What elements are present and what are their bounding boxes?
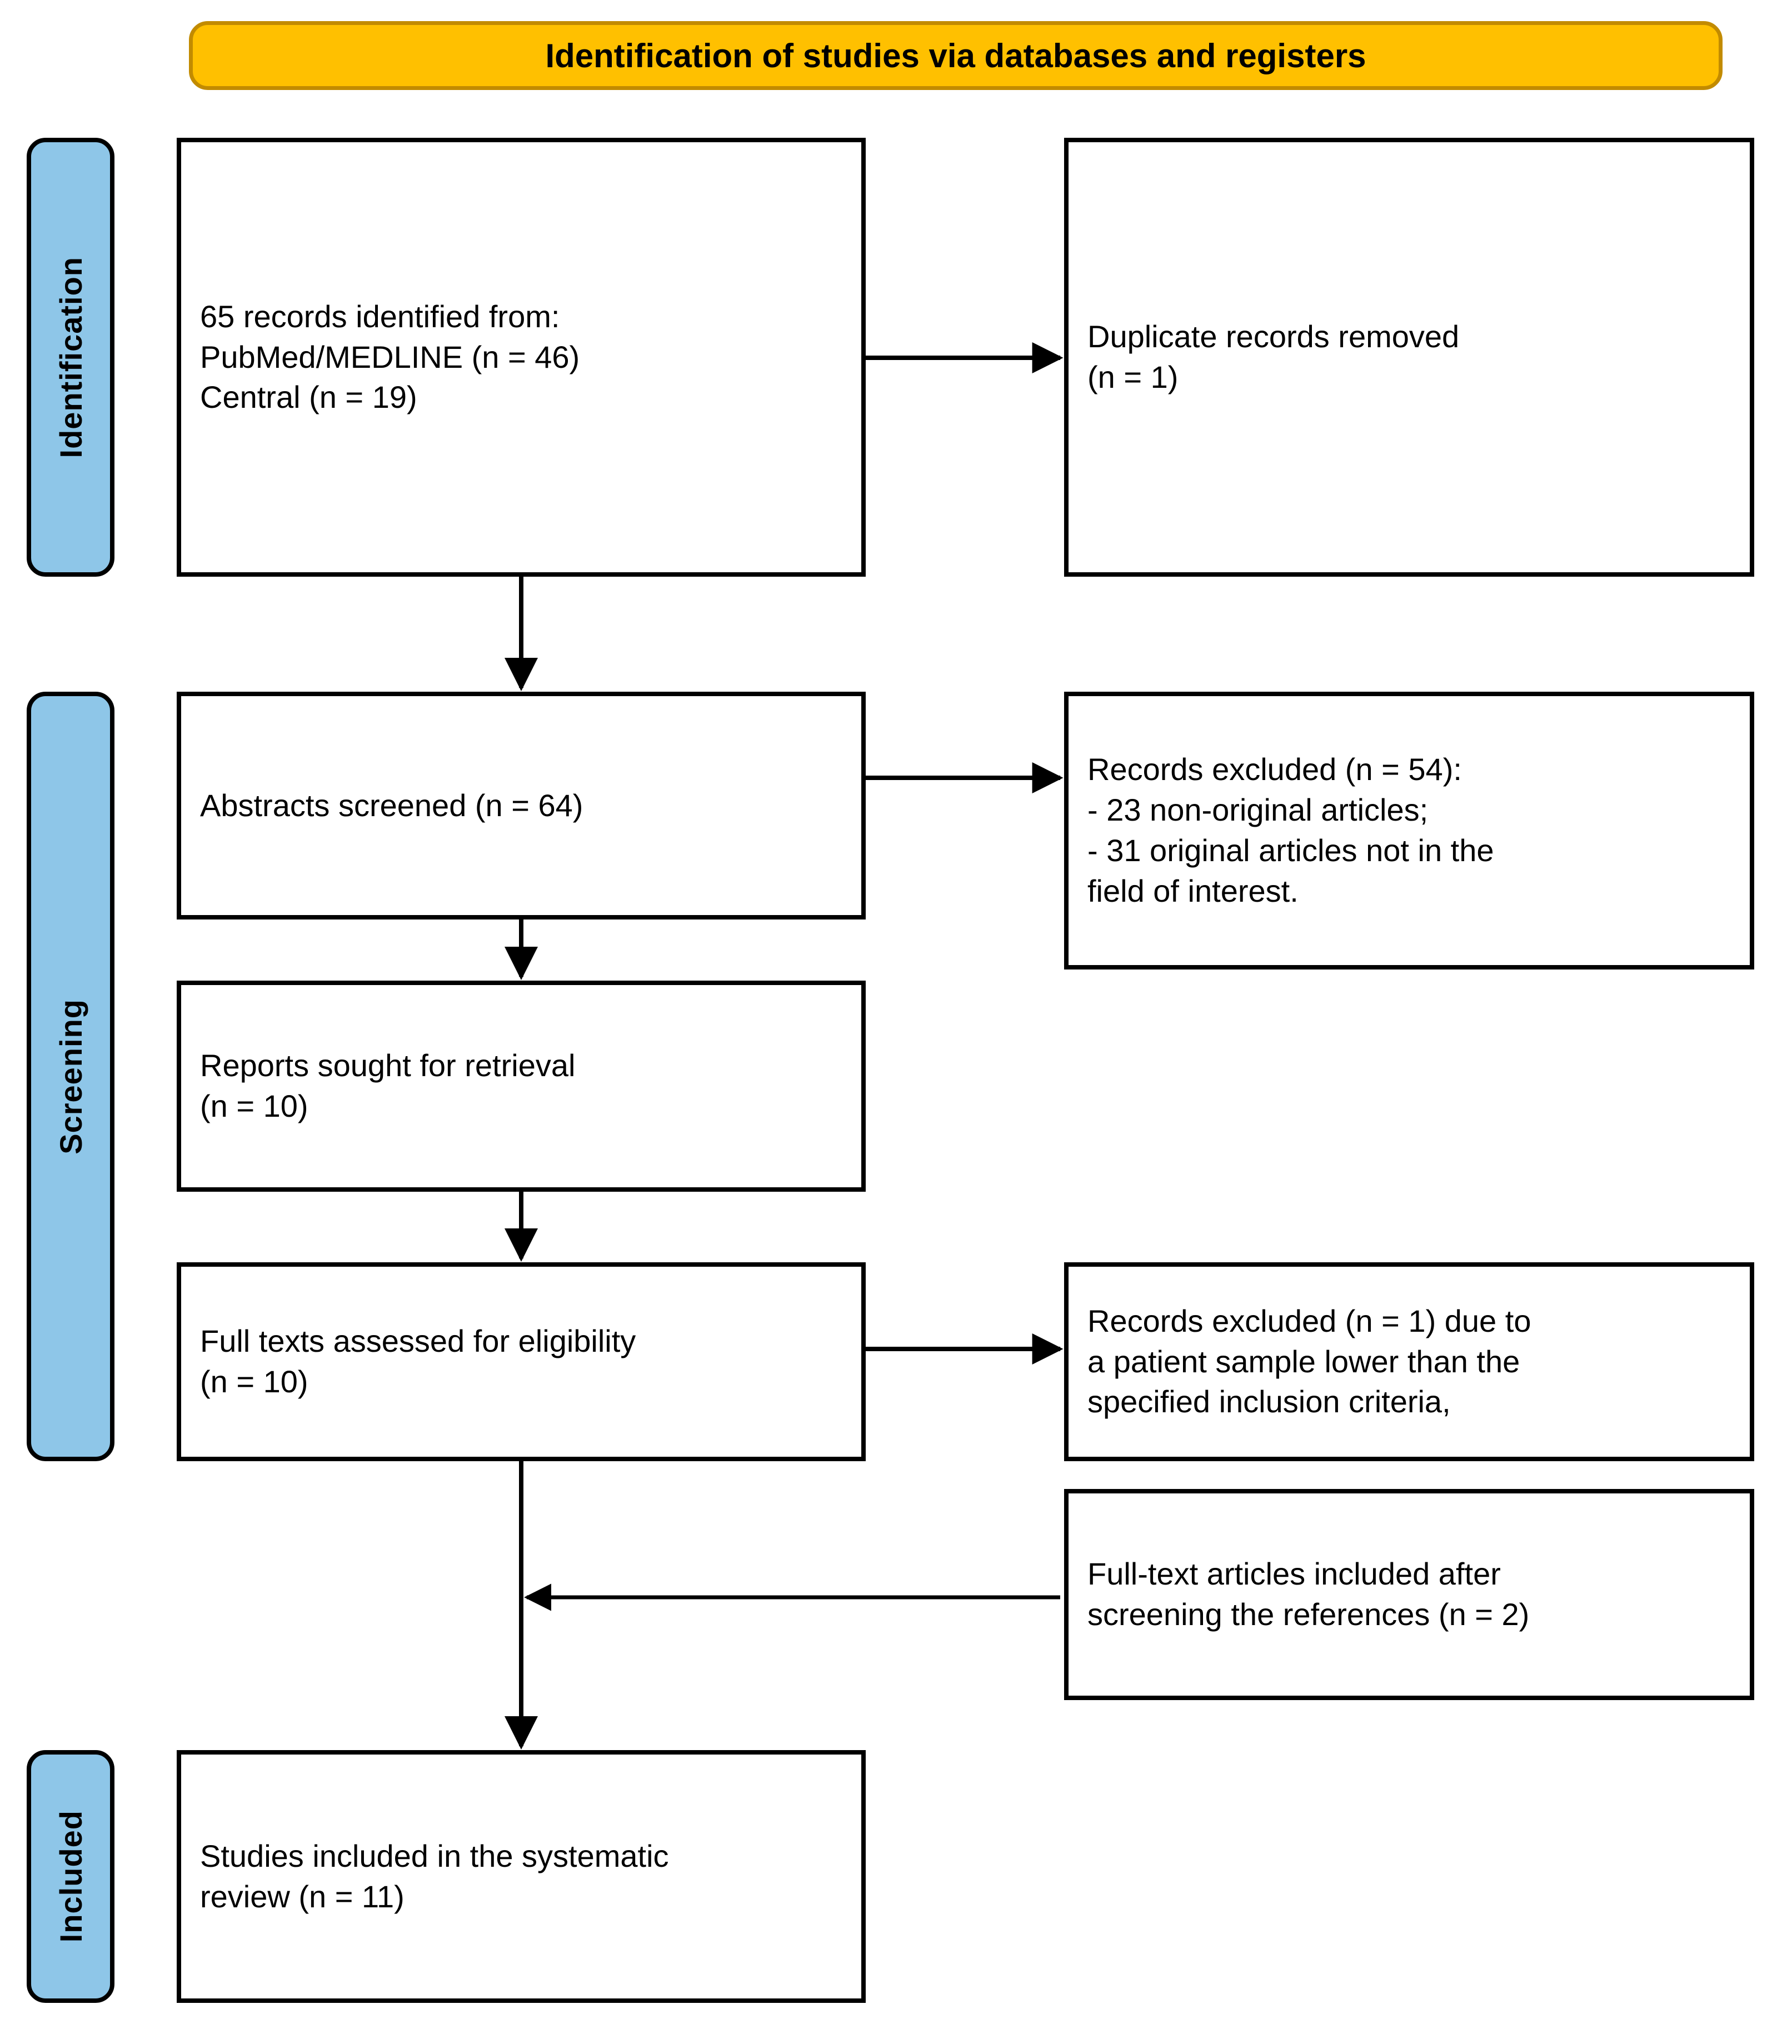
box-records-excluded-1-text: Records excluded (n = 1) due to a patien…	[1087, 1303, 1531, 1420]
box-reports-sought-text: Reports sought for retrieval (n = 10)	[200, 1048, 576, 1123]
box-full-texts-assessed-text: Full texts assessed for eligibility (n =…	[200, 1323, 636, 1399]
box-records-identified: 65 records identified from: PubMed/MEDLI…	[177, 138, 866, 577]
box-records-excluded-54: Records excluded (n = 54): - 23 non-orig…	[1064, 692, 1754, 969]
box-full-text-articles-from-references-text: Full-text articles included after screen…	[1087, 1556, 1530, 1632]
stage-tab-identification: Identification	[27, 138, 114, 577]
box-duplicate-records-removed: Duplicate records removed (n = 1)	[1064, 138, 1754, 577]
box-studies-included-text: Studies included in the systematic revie…	[200, 1838, 669, 1914]
header-banner: Identification of studies via databases …	[189, 21, 1723, 90]
header-title: Identification of studies via databases …	[545, 37, 1366, 74]
box-reports-sought-for-retrieval: Reports sought for retrieval (n = 10)	[177, 981, 866, 1192]
stage-label-identification: Identification	[53, 256, 88, 458]
box-abstracts-screened: Abstracts screened (n = 64)	[177, 692, 866, 919]
box-full-text-articles-from-references: Full-text articles included after screen…	[1064, 1489, 1754, 1700]
stage-tab-screening: Screening	[27, 692, 114, 1461]
stage-tab-included: Included	[27, 1750, 114, 2003]
box-records-excluded-54-text: Records excluded (n = 54): - 23 non-orig…	[1087, 752, 1494, 908]
box-abstracts-screened-text: Abstracts screened (n = 64)	[200, 787, 583, 823]
stage-label-screening: Screening	[53, 998, 88, 1155]
box-duplicate-records-removed-text: Duplicate records removed (n = 1)	[1087, 319, 1460, 394]
box-records-excluded-1: Records excluded (n = 1) due to a patien…	[1064, 1262, 1754, 1461]
box-records-identified-text: 65 records identified from: PubMed/MEDLI…	[200, 298, 580, 415]
box-full-texts-assessed: Full texts assessed for eligibility (n =…	[177, 1262, 866, 1461]
box-studies-included: Studies included in the systematic revie…	[177, 1750, 866, 2003]
stage-label-included: Included	[53, 1810, 88, 1943]
